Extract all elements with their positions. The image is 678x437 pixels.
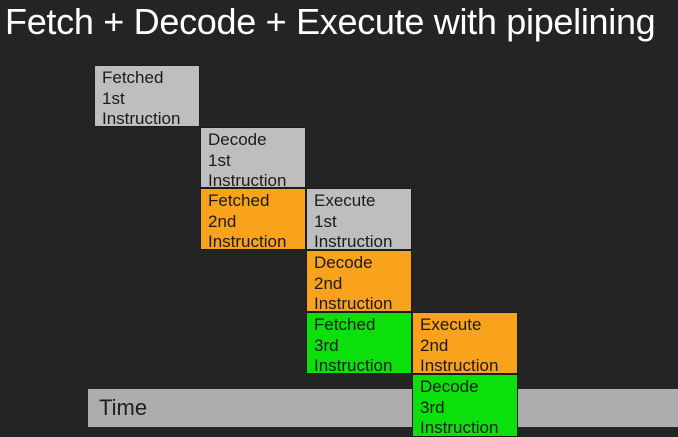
stage-label-line: Execute: [314, 191, 376, 210]
stage-label-line: Instruction: [314, 232, 393, 250]
stage-label-line: Instruction: [420, 418, 499, 437]
stage-label-line: 3rd: [314, 335, 339, 355]
stage-label-line: Instruction: [314, 356, 393, 374]
diagram-title: Fetch + Decode + Execute with pipelining: [5, 1, 656, 42]
time-axis-bar: Time: [88, 389, 678, 427]
stage-label-line: 1st: [314, 211, 337, 231]
stage-label-line: 2nd: [314, 273, 343, 293]
time-axis-label: Time: [99, 395, 148, 420]
stage-label-line: Decode: [314, 253, 373, 272]
stage-label-line: Instruction: [102, 109, 181, 127]
stage-label-line: 2nd: [420, 335, 449, 355]
stage-label-line: Instruction: [208, 171, 287, 188]
stage-label-line: Decode: [208, 130, 267, 149]
stage-label-line: Fetched: [102, 68, 164, 87]
stage-label-line: 2nd: [208, 211, 237, 231]
stage-label-line: Instruction: [208, 232, 287, 250]
stage-label-line: Fetched: [314, 315, 376, 334]
stage-label-line: Decode: [420, 377, 479, 396]
stage-label-line: 3rd: [420, 397, 445, 417]
stage-label-line: Instruction: [314, 294, 393, 312]
stage-label-line: 1st: [102, 88, 125, 108]
stage-label-line: Execute: [420, 315, 482, 334]
stage-label-line: Instruction: [420, 356, 499, 374]
stage-label-line: Fetched: [208, 191, 270, 210]
stage-label-line: 1st: [208, 150, 231, 170]
